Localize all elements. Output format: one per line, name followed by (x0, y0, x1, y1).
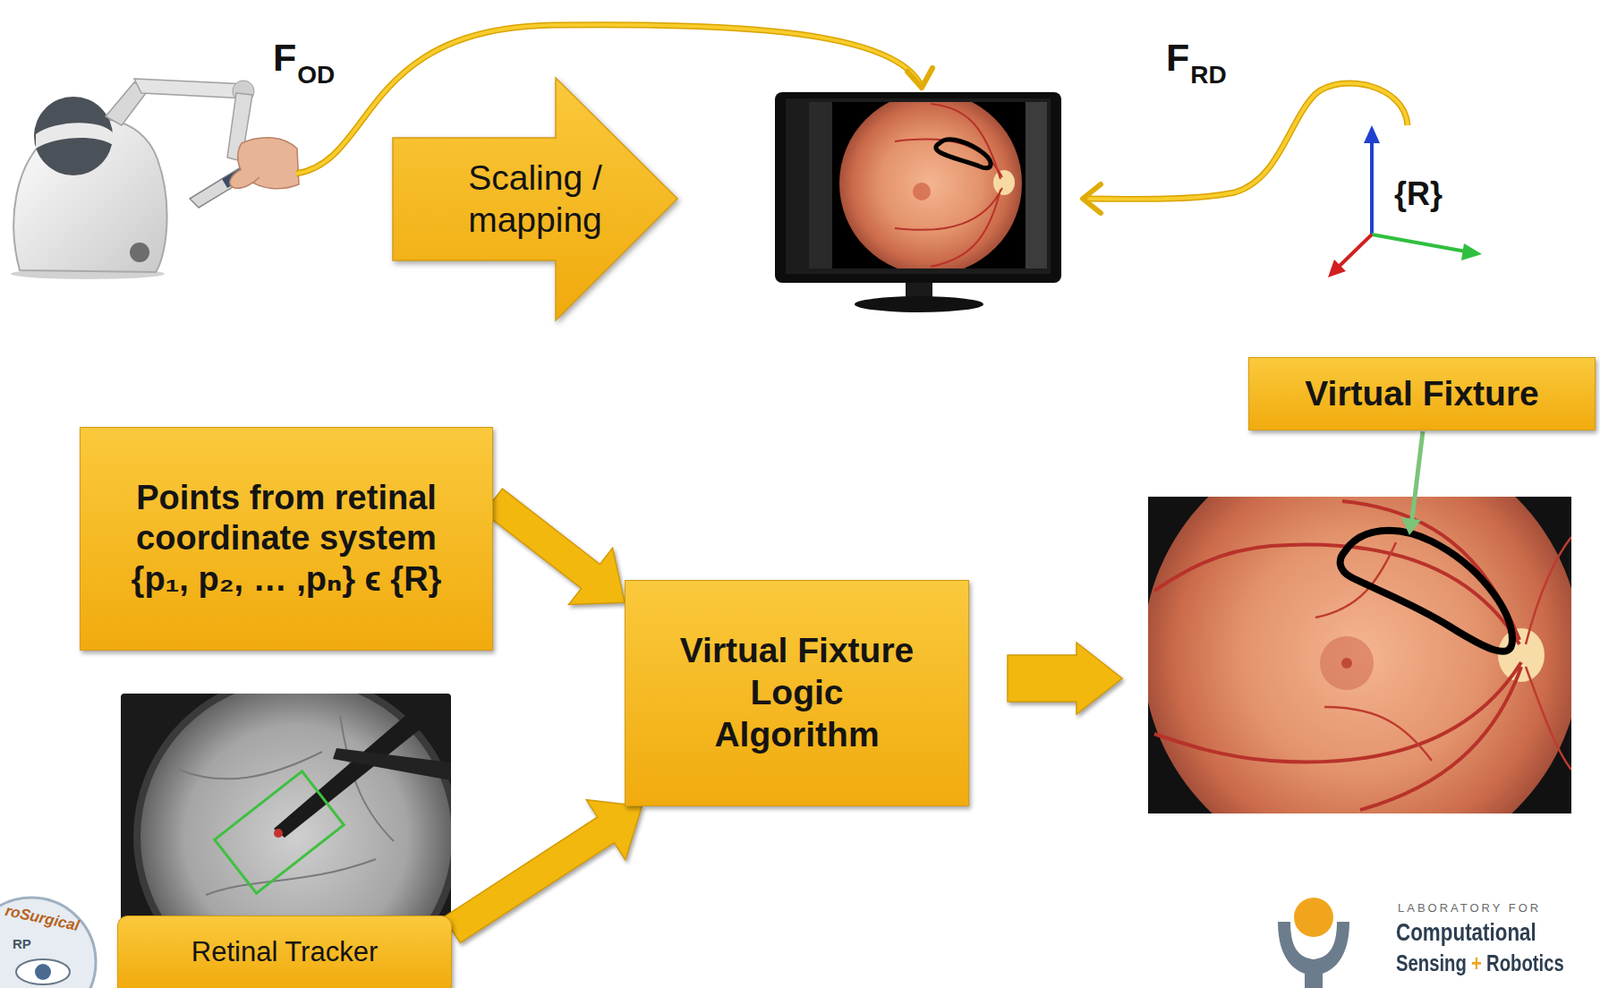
logo-text: RP (12, 936, 32, 952)
logo-text: Sensing (1395, 950, 1467, 978)
leader-line (1412, 431, 1423, 520)
fovea (1341, 657, 1353, 669)
arrow-outline (392, 77, 678, 321)
block-arrow (443, 800, 643, 944)
vessel (178, 715, 394, 895)
optic-disc (1497, 628, 1545, 682)
y-axis (1461, 243, 1482, 261)
logo-head (1293, 897, 1334, 937)
surgical-tool (332, 748, 452, 781)
arrow-outline (392, 76, 679, 322)
y-axis (1371, 234, 1466, 252)
block-arrow (1007, 642, 1123, 715)
arrow-text-holder: Scaling / mapping (450, 76, 621, 322)
force-curve (1084, 83, 1408, 199)
optic-disc (993, 170, 1015, 196)
fovea (1319, 636, 1374, 690)
logo-iris (34, 963, 52, 980)
logo-text: Computational (1395, 918, 1537, 947)
monitor-bezel (774, 92, 1062, 283)
leader-arrow-head (1401, 517, 1422, 536)
force-curve (1084, 83, 1408, 199)
lab-logo (1277, 897, 1350, 988)
process-box: Virtual Fixture Logic Algorithm (624, 579, 970, 807)
x-axis (1338, 234, 1372, 267)
logo-ring (0, 897, 96, 988)
node-label: Scaling / mapping (450, 157, 621, 242)
monitor-base (854, 296, 984, 313)
logo-eye (16, 959, 70, 985)
logo-body (1277, 921, 1350, 988)
vessel (894, 103, 1003, 267)
force-label: F (272, 35, 297, 80)
device-head (34, 96, 113, 176)
logo-text: Robotics (1486, 950, 1565, 978)
vessel (1315, 536, 1572, 770)
screen-panel (808, 102, 833, 269)
hand (229, 170, 260, 188)
vessel (1154, 501, 1522, 810)
tool-tip (273, 828, 283, 838)
coordinate-frame (1327, 125, 1482, 278)
z-axis (1363, 125, 1380, 144)
node-label: Retinal Tracker (191, 935, 378, 969)
fixture-outline (936, 139, 991, 169)
node-label: Virtual Fixture Logic Algorithm (669, 629, 925, 756)
block-arrow (484, 488, 625, 605)
arrow-head (1082, 184, 1101, 213)
node-label: {p₁, p₂, … ,pₙ} ϵ {R} (131, 559, 443, 601)
surgical-tool (273, 708, 428, 838)
x-axis (1327, 259, 1346, 278)
device-arm (134, 78, 247, 99)
device-knob (129, 242, 150, 263)
fovea (912, 182, 931, 201)
tracking-box (214, 771, 345, 894)
logo-text: LABORATORY FOR (1397, 902, 1541, 916)
haptic-device-illustration (10, 78, 299, 280)
fundus-view (1148, 496, 1572, 814)
fundus (839, 102, 1022, 269)
force-subscript: RD (1190, 60, 1226, 90)
arrow-head (907, 68, 933, 88)
monitor-illustration (774, 92, 1062, 313)
force-curve (1082, 83, 1408, 213)
force-subscript: OD (297, 60, 335, 90)
node-label: Virtual Fixture (1304, 373, 1540, 416)
z-axis (1370, 139, 1374, 235)
node-label: Points from retinal coordinate system (93, 477, 479, 560)
fundus-image (839, 102, 1022, 269)
caption-tab: Retinal Tracker (117, 915, 452, 988)
fundus-image (1142, 434, 1582, 873)
scaling-arrow: Scaling / mapping (392, 76, 679, 322)
callout-box: Virtual Fixture (1248, 357, 1596, 431)
device-band (35, 122, 113, 149)
fundus (1148, 496, 1572, 814)
lab-logo (0, 897, 96, 988)
frame-label: {R} (1394, 175, 1443, 213)
force-label: F (1165, 35, 1190, 80)
fixture-outline (1340, 530, 1513, 652)
process-box: Points from retinal coordinate system{p₁… (79, 426, 494, 651)
logo-text: + (1471, 950, 1482, 978)
screen-panel (1025, 102, 1047, 269)
